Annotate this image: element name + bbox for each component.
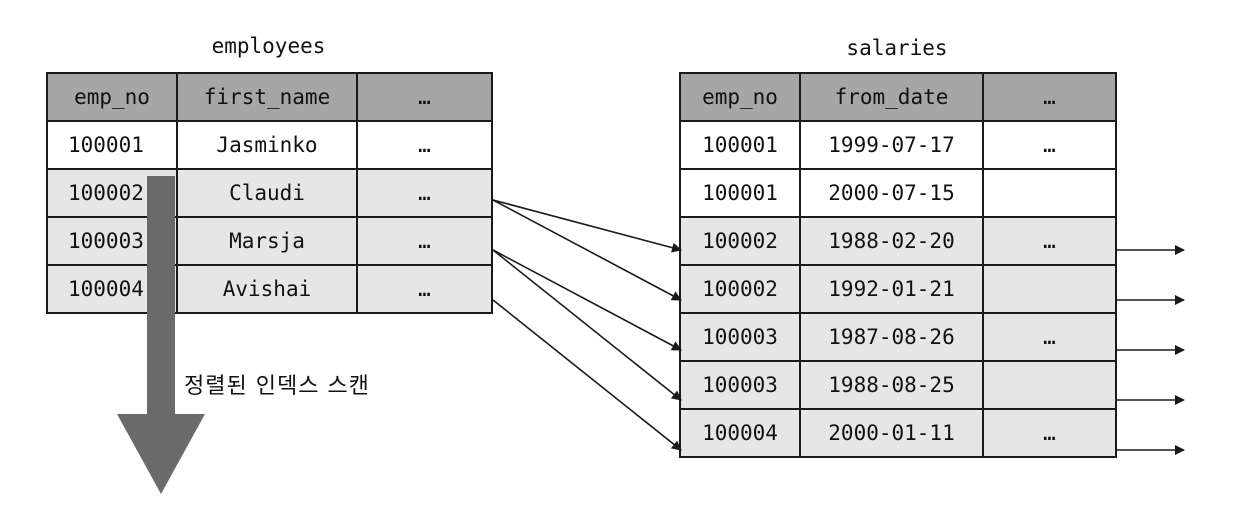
salaries-header-more: … [982, 72, 1117, 122]
salary-emp-no: 100004 [679, 408, 801, 458]
salary-more: … [982, 408, 1117, 458]
salaries-header-from-date: from_date [799, 72, 984, 122]
salaries-header-emp-no: emp_no [679, 72, 801, 122]
employee-more: … [356, 168, 493, 218]
salaries-row: 100002 1988-02-20 … [679, 216, 1117, 266]
employees-header-emp-no: emp_no [46, 72, 178, 122]
employee-first-name: Marsja [176, 216, 358, 266]
salary-emp-no: 100003 [679, 312, 801, 362]
lookup-arrow [492, 249, 682, 351]
lookup-arrow [492, 299, 682, 451]
employees-row: 100002 Claudi … [46, 168, 493, 218]
salary-emp-no: 100003 [679, 360, 801, 410]
salary-more [982, 360, 1117, 410]
salary-more [982, 168, 1117, 218]
salaries-row: 100003 1988-08-25 [679, 360, 1117, 410]
salary-from-date: 2000-01-11 [799, 408, 984, 458]
salaries-row: 100001 1999-07-17 … [679, 120, 1117, 170]
employees-header-row: emp_no first_name … [46, 72, 493, 122]
salary-emp-no: 100001 [679, 168, 801, 218]
employee-first-name: Claudi [176, 168, 358, 218]
salary-emp-no: 100001 [679, 120, 801, 170]
employees-header-more: … [356, 72, 493, 122]
salary-from-date: 1988-08-25 [799, 360, 984, 410]
employee-emp-no: 100001 [46, 120, 178, 170]
lookup-arrow [492, 199, 682, 253]
salaries-row: 100004 2000-01-11 … [679, 408, 1117, 458]
salary-from-date: 1992-01-21 [799, 264, 984, 314]
salary-more: … [982, 312, 1117, 362]
salary-more: … [982, 216, 1117, 266]
salaries-row: 100002 1992-01-21 [679, 264, 1117, 314]
salary-from-date: 1987-08-26 [799, 312, 984, 362]
salary-more: … [982, 120, 1117, 170]
lookup-arrow [492, 249, 682, 401]
salaries-table-title: salaries [846, 36, 948, 60]
employees-header-first-name: first_name [176, 72, 358, 122]
employee-more: … [356, 264, 493, 314]
employee-first-name: Avishai [176, 264, 358, 314]
salaries-row: 100001 2000-07-15 [679, 168, 1117, 218]
employees-table: emp_no first_name … 100001 Jasminko … 10… [46, 72, 493, 314]
lookup-arrow [492, 199, 682, 301]
employees-table-title: employees [211, 34, 326, 58]
salary-more [982, 264, 1117, 314]
index-scan-arrow [117, 176, 205, 494]
salary-from-date: 2000-07-15 [799, 168, 984, 218]
index-scan-label: 정렬된 인덱스 스캔 [184, 374, 370, 399]
salary-from-date: 1999-07-17 [799, 120, 984, 170]
employee-more: … [356, 120, 493, 170]
employee-more: … [356, 216, 493, 266]
employee-first-name: Jasminko [176, 120, 358, 170]
salaries-header-row: emp_no from_date … [679, 72, 1117, 122]
salaries-row: 100003 1987-08-26 … [679, 312, 1117, 362]
employees-row: 100001 Jasminko … [46, 120, 493, 170]
salary-emp-no: 100002 [679, 216, 801, 266]
salary-from-date: 1988-02-20 [799, 216, 984, 266]
salary-emp-no: 100002 [679, 264, 801, 314]
salaries-table: emp_no from_date … 100001 1999-07-17 … 1… [679, 72, 1117, 458]
